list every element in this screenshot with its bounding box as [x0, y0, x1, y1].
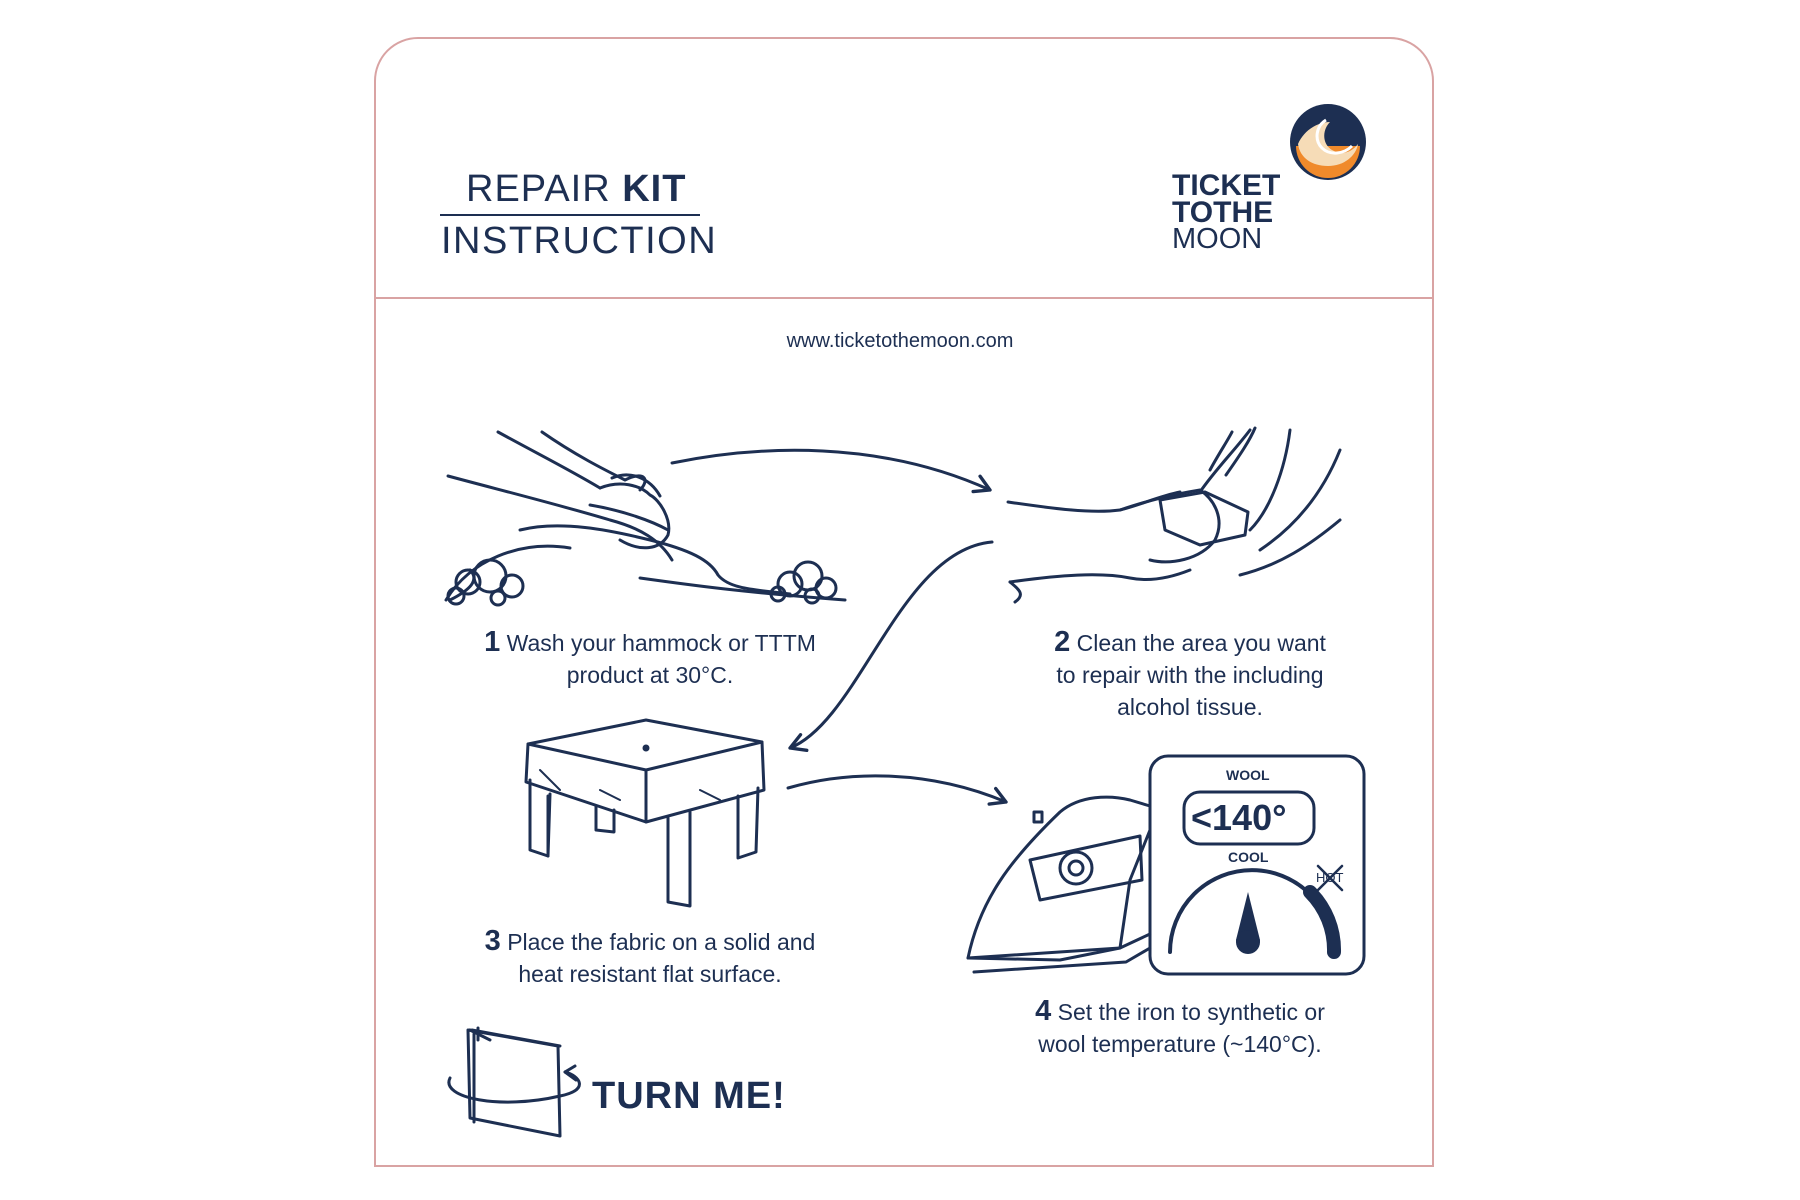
table-with-fabric-icon: [524, 718, 766, 908]
step-3-line-1: 3 Place the fabric on a solid and: [440, 925, 860, 958]
step-1-line-2: product at 30°C.: [566, 662, 734, 688]
logo-line-tothe: TOTHE: [1172, 196, 1274, 229]
step-4-line-2: wool temperature (~140°C).: [1038, 1031, 1322, 1057]
title-instruction: INSTRUCTION: [441, 220, 718, 262]
brand-logo-text: TICKET TOTHE MOON: [1172, 169, 1281, 255]
moon-logo-icon: [1290, 104, 1366, 180]
logo-line-ticket: TICKET: [1172, 169, 1281, 202]
dial-label-hot: HOT: [1316, 870, 1344, 885]
step-2-caption: 2 Clean the area you want to repair with…: [1000, 626, 1380, 723]
arrow-step3-to-step4: [786, 774, 1008, 806]
step-2-number: 2: [1054, 626, 1071, 658]
dial-temperature-value: <140°: [1191, 797, 1287, 838]
instruction-card: [374, 37, 1434, 1167]
iron-icon: [966, 795, 1152, 974]
step-1-text-1: Wash your hammock or TTTM: [506, 630, 816, 656]
title-word-kit: KIT: [622, 168, 687, 210]
step-2-text-1: Clean the area you want: [1076, 630, 1326, 656]
washing-hands-icon: [444, 430, 847, 607]
temperature-dial-panel: [1148, 754, 1366, 976]
dial-label-wool: WOOL: [1226, 767, 1270, 783]
logo-line-moon: MOON: [1172, 223, 1263, 255]
title-word-repair: REPAIR: [466, 168, 611, 210]
step-1-line-1: 1 Wash your hammock or TTTM: [440, 626, 860, 659]
title-repair-kit: REPAIR KIT: [466, 168, 686, 211]
dial-label-cool: COOL: [1228, 849, 1269, 865]
step-1-number: 1: [484, 626, 501, 658]
cleaning-hand-icon: [1006, 426, 1342, 604]
step-2-line-1: 2 Clean the area you want: [1000, 626, 1380, 659]
step-2-line-3: alcohol tissue.: [1117, 694, 1263, 720]
step-4-caption: 4 Set the iron to synthetic or wool temp…: [990, 995, 1370, 1060]
step-2-line-2: to repair with the including: [1056, 662, 1324, 688]
step-4-line-1: 4 Set the iron to synthetic or: [990, 995, 1370, 1028]
arrow-step2-to-step3: [788, 540, 994, 752]
step-4-number: 4: [1035, 995, 1052, 1027]
step-3-text-1: Place the fabric on a solid and: [507, 929, 816, 955]
turn-me-label: TURN ME!: [592, 1075, 786, 1117]
turn-card-icon: [447, 1026, 581, 1138]
header-divider: [374, 297, 1434, 299]
website-link[interactable]: www.ticketothemoon.com: [786, 330, 1014, 352]
step-4-text-1: Set the iron to synthetic or: [1057, 999, 1325, 1025]
step-3-number: 3: [484, 925, 501, 957]
step-1-caption: 1 Wash your hammock or TTTM product at 3…: [440, 626, 860, 691]
arrow-step1-to-step2: [670, 448, 992, 494]
step-3-caption: 3 Place the fabric on a solid and heat r…: [440, 925, 860, 990]
title-underline: [440, 214, 700, 216]
step-3-line-2: heat resistant flat surface.: [518, 961, 782, 987]
